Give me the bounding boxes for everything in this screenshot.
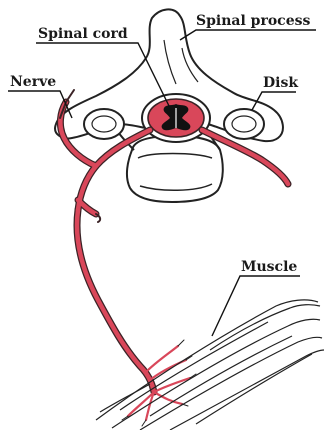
spinal-cord xyxy=(142,94,210,142)
label-muscle: Muscle xyxy=(241,259,297,275)
label-nerve: Nerve xyxy=(10,74,56,90)
nerve-endings xyxy=(128,346,190,420)
label-disk: Disk xyxy=(263,75,298,91)
muscle xyxy=(96,300,324,430)
disk-shape xyxy=(224,109,264,139)
label-spinal-process: Spinal process xyxy=(196,13,310,29)
leader-spinal-process xyxy=(180,30,316,40)
left-facet xyxy=(84,109,124,139)
label-spinal-cord: Spinal cord xyxy=(38,26,128,42)
vertebral-body xyxy=(127,136,223,202)
